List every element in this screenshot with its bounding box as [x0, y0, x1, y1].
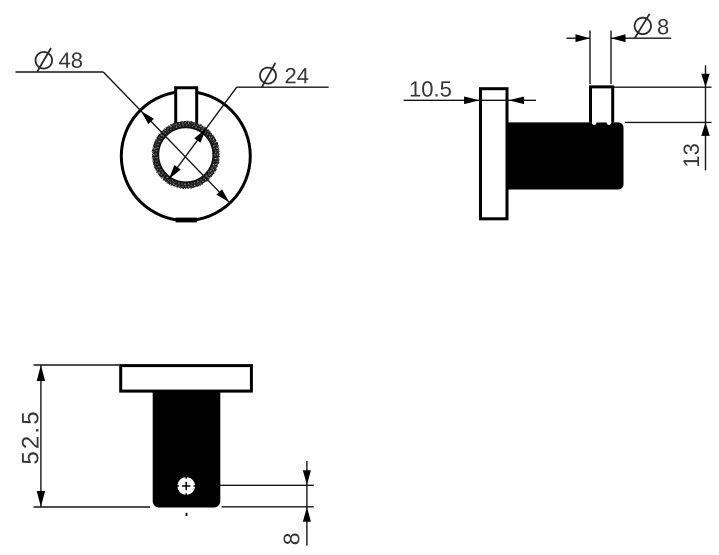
svg-text:52.5: 52.5: [18, 409, 45, 465]
svg-text:8: 8: [657, 14, 669, 39]
svg-text:13: 13: [679, 143, 704, 167]
svg-text:10.5: 10.5: [409, 77, 452, 102]
svg-text:24: 24: [284, 63, 308, 88]
svg-text:8: 8: [279, 532, 305, 545]
svg-text:48: 48: [58, 48, 82, 73]
